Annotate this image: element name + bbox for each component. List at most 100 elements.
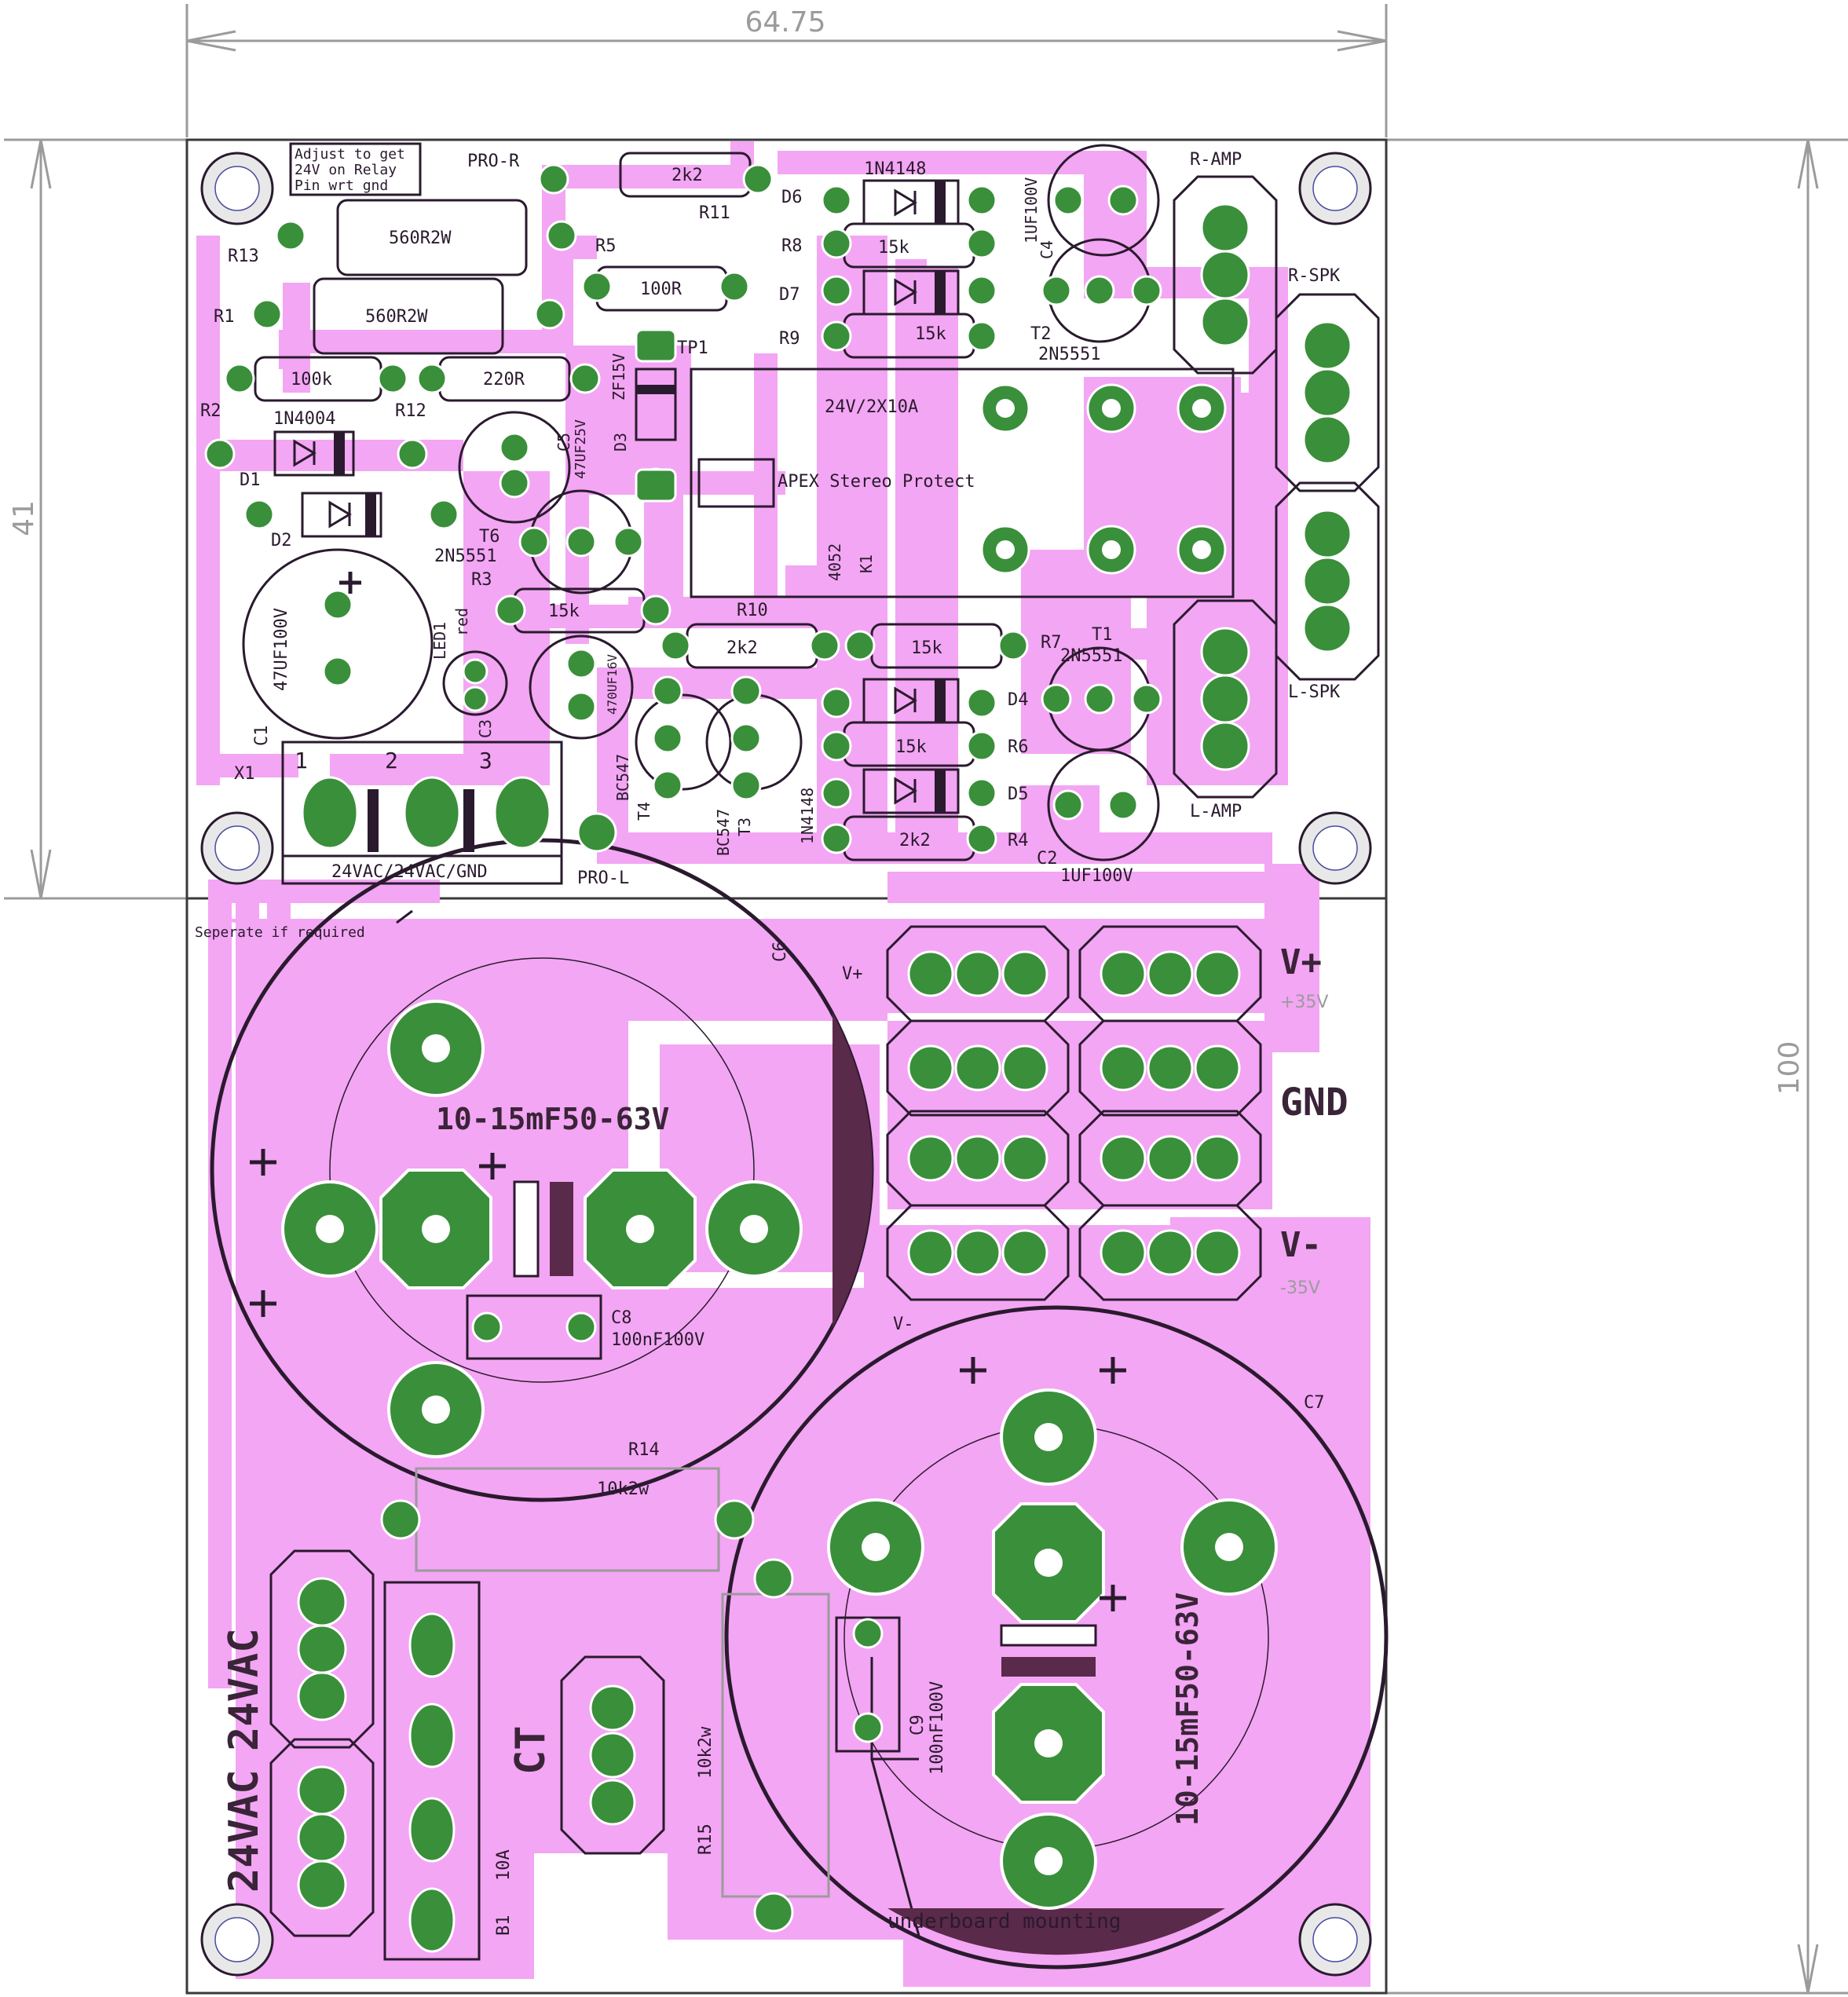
label-r2-value: 100k <box>291 370 332 390</box>
label-v-plus: V+ <box>1280 942 1322 982</box>
label-r11-value: 2k2 <box>672 166 703 185</box>
label-c7-value: 10-15mF50-63V <box>1170 1593 1205 1826</box>
label-k1: K1 <box>857 554 876 573</box>
label-c3-value: 470UF16V <box>605 654 620 715</box>
label-r12-value: 220R <box>483 370 525 390</box>
label-c8-value: 100nF100V <box>611 1330 704 1350</box>
label-v-minus-small: V- <box>893 1315 914 1334</box>
mounting-hole-centers <box>214 166 1358 1962</box>
label-r-amp: R-AMP <box>1190 150 1242 170</box>
label-ac-2: 24VAC <box>221 1769 268 1893</box>
label-terminal-3: 3 <box>479 748 492 774</box>
label-c9-value: 100nF100V <box>928 1681 947 1775</box>
label-c3: C3 <box>476 719 495 738</box>
label-c5-value: 47UF25V <box>573 419 589 479</box>
diode-symbols <box>293 188 917 805</box>
note-adjust-1: Adjust to get <box>295 146 405 163</box>
label-r-spk: R-SPK <box>1288 266 1341 286</box>
label-x1: X1 <box>234 764 255 784</box>
label-ac-1: 24VAC <box>221 1628 268 1751</box>
label-t3-value: BC547 <box>714 809 733 856</box>
label-d4: D4 <box>1008 690 1029 710</box>
label-t6-value: 2N5551 <box>434 547 496 566</box>
label-r5-value: 100R <box>640 280 682 299</box>
c7-negative-band <box>887 1908 1225 1955</box>
label-l-spk: L-SPK <box>1288 682 1341 702</box>
label-r8-value: 15k <box>878 238 909 258</box>
label-r9: R9 <box>779 329 800 349</box>
label-c4-value: 1UF100V <box>1022 177 1041 243</box>
pads <box>204 163 1352 1953</box>
label-r13: R13 <box>228 247 259 266</box>
label-r1: R1 <box>214 307 235 327</box>
label-ct: CT <box>507 1725 554 1775</box>
label-c6: C6 <box>770 942 790 963</box>
label-v-minus: V- <box>1280 1225 1322 1265</box>
label-c8: C8 <box>611 1308 632 1328</box>
label-t1-value: 2N5551 <box>1060 646 1122 666</box>
label-r15-value: 10k2w <box>696 1726 715 1779</box>
label-v-plus-small: V+ <box>842 964 863 984</box>
label-r14-value: 10k2w <box>597 1479 650 1499</box>
label-r6: R6 <box>1008 737 1029 757</box>
label-c1: C1 <box>252 726 272 747</box>
label-r10-value: 2k2 <box>726 638 758 658</box>
label-c5: C5 <box>554 433 573 452</box>
label-r2: R2 <box>200 401 221 421</box>
label-r7-value: 15k <box>911 638 942 658</box>
label-l-amp: L-AMP <box>1190 802 1242 821</box>
pad-holes <box>316 399 1243 1875</box>
dimension-lines <box>4 4 1848 1995</box>
label-k1-value: 4052 <box>825 543 844 581</box>
label-r5: R5 <box>595 236 617 256</box>
label-r12: R12 <box>395 401 426 421</box>
label-r3: R3 <box>471 570 492 590</box>
label-t6: T6 <box>479 527 500 547</box>
label-d5-value: 1N4148 <box>798 788 817 844</box>
label-pro-r: PRO-R <box>467 152 520 171</box>
note-underboard: underboard mounting <box>887 1910 1121 1933</box>
label-c4: C4 <box>1037 240 1056 259</box>
label-r9-value: 15k <box>915 324 946 344</box>
label-t2-value: 2N5551 <box>1038 345 1100 364</box>
height-dimension-upper: 41 <box>8 500 40 536</box>
label-t2: T2 <box>1030 324 1052 344</box>
label-plus-35v: +35V <box>1280 993 1328 1012</box>
label-r8: R8 <box>781 236 803 256</box>
label-tp1: TP1 <box>677 338 708 358</box>
label-t3: T3 <box>735 817 754 836</box>
note-separate: Seperate if required <box>195 924 365 941</box>
label-d6: D6 <box>781 188 803 207</box>
label-c9: C9 <box>908 1715 928 1736</box>
label-d5: D5 <box>1008 785 1029 804</box>
label-terminal-1: 1 <box>295 748 308 774</box>
label-relay: 24V/2X10A <box>825 397 918 417</box>
label-c6-value: 10-15mF50-63V <box>436 1102 669 1136</box>
label-led1: LED1 <box>430 622 449 660</box>
label-d3: D3 <box>611 433 630 452</box>
label-r6-value: 15k <box>895 737 927 757</box>
label-c2: C2 <box>1037 849 1058 869</box>
label-terminal: 24VAC/24VAC/GND <box>331 862 488 882</box>
label-r4: R4 <box>1008 831 1029 850</box>
cap-symbols <box>513 1180 1097 1677</box>
label-b1: B1 <box>494 1915 514 1937</box>
label-r14: R14 <box>628 1440 660 1460</box>
label-r7: R7 <box>1041 633 1062 653</box>
label-t4: T4 <box>635 802 653 821</box>
note-adjust-2: 24V on Relay <box>295 162 397 178</box>
label-r10: R10 <box>737 601 768 620</box>
label-d1: D1 <box>240 470 261 490</box>
note-adjust-3: Pin wrt gnd <box>295 177 388 194</box>
label-led1-value: red <box>452 608 471 636</box>
labels: Adjust to get 24V on Relay Pin wrt gnd P… <box>195 146 1348 1936</box>
c6-negative-band <box>833 1013 873 1327</box>
label-r15: R15 <box>696 1823 715 1855</box>
polarity-marks <box>250 572 1126 1611</box>
label-title: APEX Stereo Protect <box>778 472 975 492</box>
label-r3-value: 15k <box>548 602 580 621</box>
label-c7: C7 <box>1304 1393 1325 1413</box>
label-c1-value: 47UF100V <box>272 608 291 691</box>
label-b1-value: 10A <box>494 1849 514 1881</box>
